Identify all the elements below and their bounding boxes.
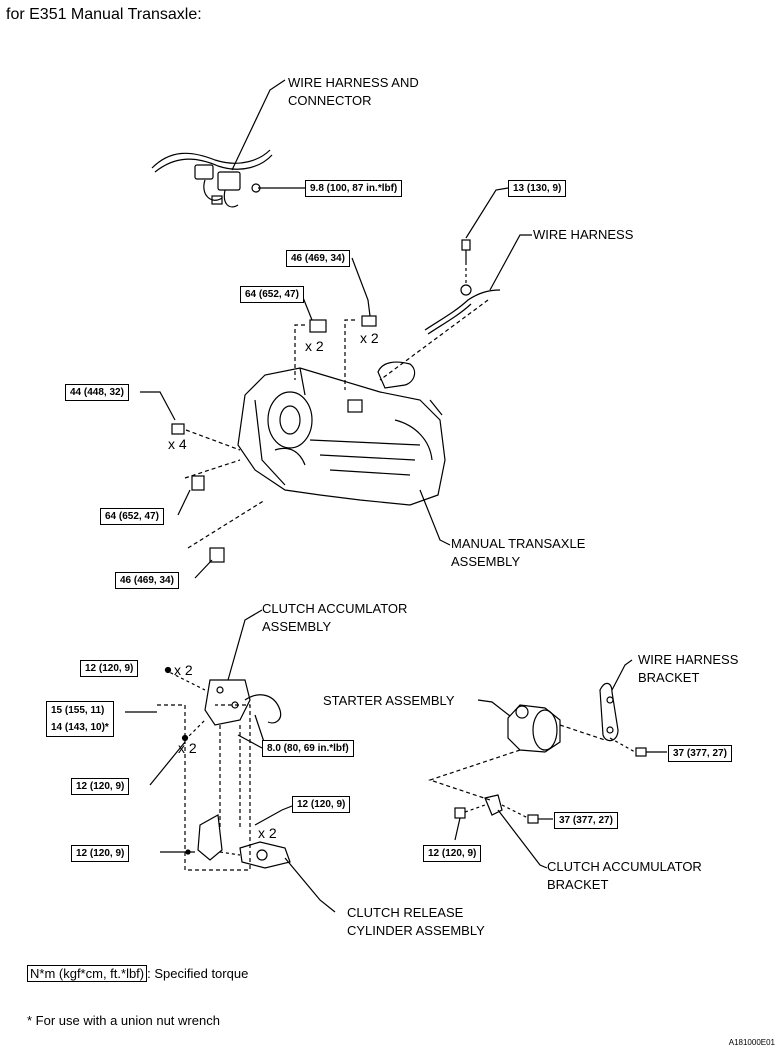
label-clutch-accumulator: CLUTCH ACCUMLATOR ASSEMBLY (262, 600, 407, 636)
label-line: ASSEMBLY (262, 619, 332, 634)
wire-harness-part (424, 234, 532, 335)
label-line: WIRE HARNESS (638, 652, 739, 667)
label-line: BRACKET (547, 877, 609, 892)
torque-box: 13 (130, 9) (508, 180, 567, 197)
torque-box: 8.0 (80, 69 in.*lbf) (262, 740, 354, 757)
label-wire-harness-bracket: WIRE HARNESS BRACKET (638, 651, 738, 687)
torque-box: 12 (120, 9) (71, 845, 130, 862)
torque-box: 64 (652, 47) (100, 508, 164, 525)
figure-id: A181000E01 (728, 1038, 775, 1047)
legend-text: : Specified torque (147, 966, 249, 981)
label-starter: STARTER ASSEMBLY (323, 693, 455, 708)
quantity-label: x 4 (168, 436, 187, 452)
label-line: BRACKET (638, 670, 700, 685)
label-clutch-accumulator-bracket: CLUTCH ACCUMULATOR BRACKET (547, 858, 702, 894)
clutch-accumulator-bracket-part (484, 794, 548, 869)
torque-box: 64 (652, 47) (240, 286, 304, 303)
torque-box: 12 (120, 9) (423, 845, 482, 862)
transaxle-assembly-part (237, 361, 446, 506)
label-line: ASSEMBLY (451, 554, 521, 569)
footnote: * For use with a union nut wrench (27, 1013, 220, 1028)
torque-value: 14 (143, 10)* (51, 722, 109, 733)
torque-box: 12 (120, 9) (71, 778, 130, 795)
label-line: MANUAL TRANSAXLE (451, 536, 586, 551)
label-line: CLUTCH RELEASE (347, 905, 464, 920)
legend-unit-box: N*m (kgf*cm, ft.*lbf) (27, 965, 148, 982)
label-clutch-release-cylinder: CLUTCH RELEASE CYLINDER ASSEMBLY (347, 904, 485, 940)
torque-legend: N*m (kgf*cm, ft.*lbf): Specified torque (27, 965, 249, 982)
label-line: WIRE HARNESS AND (288, 75, 419, 90)
torque-box: 37 (377, 27) (554, 812, 618, 829)
quantity-label: x 2 (178, 740, 197, 756)
page-title: for E351 Manual Transaxle: (6, 6, 202, 23)
torque-box: 37 (377, 27) (668, 745, 732, 762)
torque-box-pair: 15 (155, 11) 14 (143, 10)* (46, 701, 114, 737)
label-wire-harness: WIRE HARNESS (533, 227, 634, 242)
clutch-release-cylinder-part (197, 805, 336, 913)
quantity-label: x 2 (174, 662, 193, 678)
torque-box: 44 (448, 32) (65, 384, 129, 401)
quantity-label: x 2 (305, 338, 324, 354)
torque-box: 46 (469, 34) (115, 572, 179, 589)
starter-assembly-part (477, 699, 561, 753)
torque-box: 12 (120, 9) (80, 660, 139, 677)
clutch-accumulator-part (204, 609, 282, 726)
torque-box: 12 (120, 9) (292, 796, 351, 813)
torque-box: 9.8 (100, 87 in.*lbf) (305, 180, 403, 197)
wire-harness-connector-part (151, 149, 273, 208)
quantity-label: x 2 (360, 330, 379, 346)
label-manual-transaxle: MANUAL TRANSAXLE ASSEMBLY (451, 535, 585, 571)
label-wire-harness-connector: WIRE HARNESS AND CONNECTOR (288, 74, 419, 110)
label-line: CONNECTOR (288, 93, 372, 108)
label-line: CYLINDER ASSEMBLY (347, 923, 485, 938)
wire-harness-bracket-part (599, 659, 633, 742)
torque-value: 15 (155, 11) (51, 705, 105, 716)
label-line: CLUTCH ACCUMLATOR (262, 601, 408, 616)
quantity-label: x 2 (258, 825, 277, 841)
torque-box: 46 (469, 34) (286, 250, 350, 267)
label-line: CLUTCH ACCUMULATOR (547, 859, 702, 874)
